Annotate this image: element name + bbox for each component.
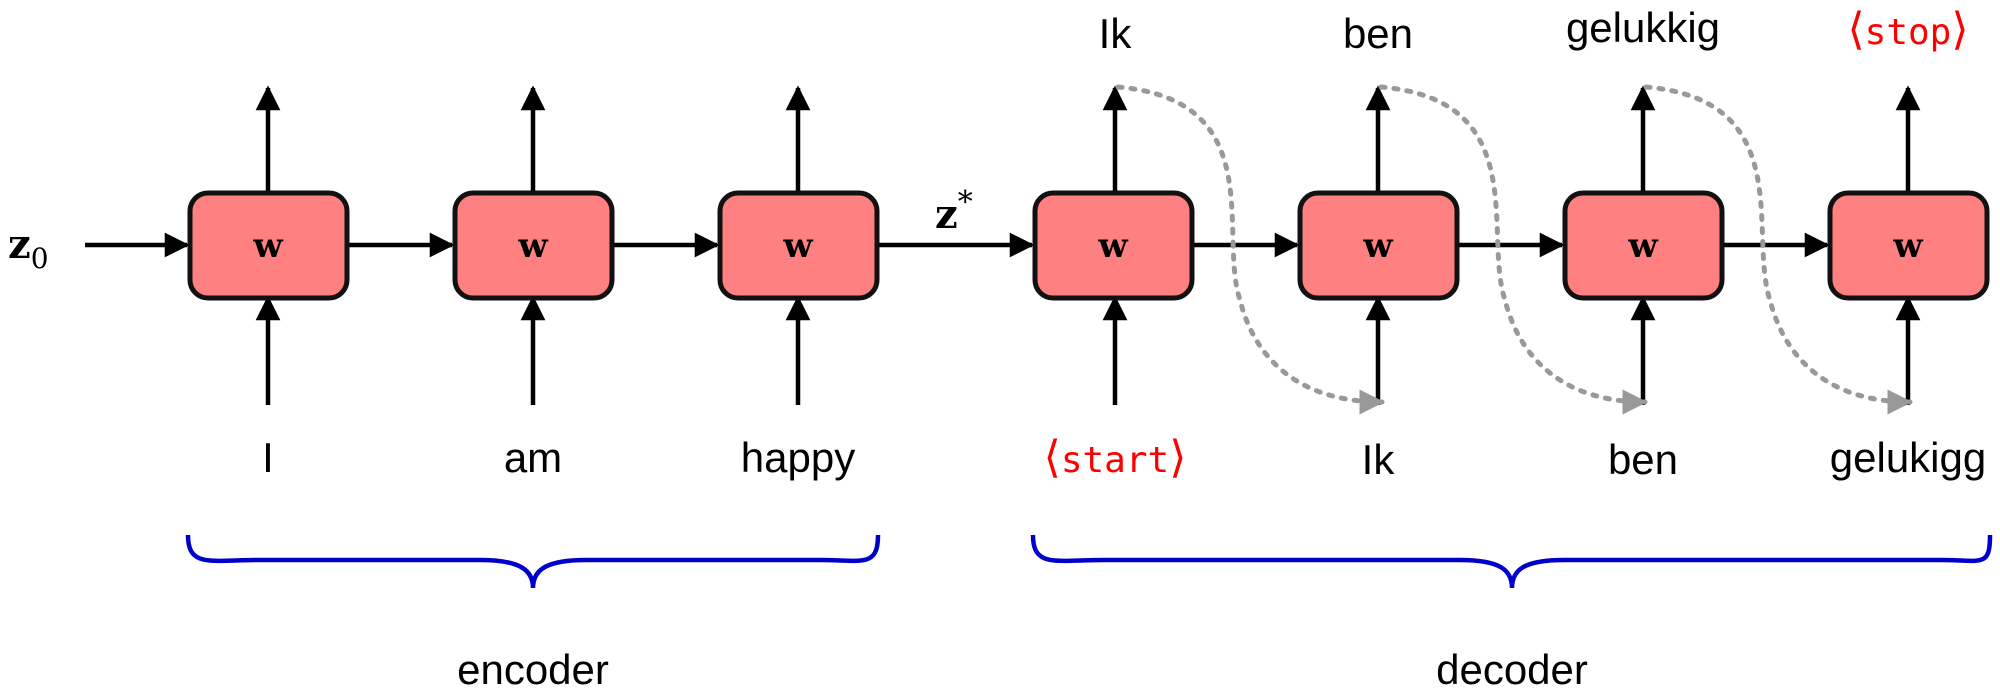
encoder-cell: w	[717, 190, 880, 301]
decoder-brace	[1030, 534, 1993, 589]
feedback-arrow	[1643, 84, 1913, 415]
decoder-outputs: Ik ben gelukkig ⟨stop⟩	[1099, 4, 1969, 57]
io-arrows	[255, 85, 1921, 405]
decoder-input-token: gelukigg	[1830, 434, 1986, 481]
initial-state-base: z	[8, 221, 31, 268]
cell-box	[1032, 190, 1195, 301]
cell-box	[187, 190, 350, 301]
cell-weight-label: w	[1362, 226, 1393, 266]
rnn-cells: w w w w w w w	[187, 190, 1990, 301]
cell-box	[1562, 190, 1725, 301]
feedback-arrows	[1115, 84, 1913, 415]
decoder-input-token: ben	[1608, 436, 1678, 483]
context-state-base: z	[935, 191, 958, 238]
cell-box	[1827, 190, 1990, 301]
initial-state-subscript: 0	[31, 242, 49, 275]
encoder-input-token: am	[504, 434, 562, 481]
encoder-input-token: I	[262, 434, 274, 481]
decoder-input-token: Ik	[1362, 436, 1396, 483]
encoder-inputs: I am happy	[262, 434, 855, 481]
decoder-output-token: gelukkig	[1566, 4, 1720, 51]
decoder-inputs: ⟨start⟩ Ik ben gelukigg	[1044, 432, 1987, 483]
context-state-superscript: *	[958, 185, 973, 220]
context-state-label: z*	[935, 185, 973, 238]
feedback-arrow	[1115, 84, 1385, 415]
decoder-cell: w	[1562, 190, 1725, 301]
stop-token-text: stop	[1865, 12, 1952, 53]
stop-token: ⟨stop⟩	[1847, 4, 1968, 55]
feedback-arrow	[1378, 84, 1648, 415]
decoder-cell: w	[1297, 190, 1460, 301]
cell-box	[1297, 190, 1460, 301]
decoder-output-token: ben	[1343, 10, 1413, 57]
encoder-cell: w	[452, 190, 615, 301]
cell-box	[717, 190, 880, 301]
encoder-brace	[185, 534, 881, 589]
initial-state-label: z0	[8, 221, 49, 275]
cell-weight-label: w	[517, 226, 548, 266]
start-token: ⟨start⟩	[1044, 432, 1187, 483]
cell-weight-label: w	[782, 226, 813, 266]
encoder-label: encoder	[457, 646, 609, 692]
decoder-output-token: Ik	[1099, 10, 1133, 57]
cell-weight-label: w	[1097, 226, 1128, 266]
decoder-cell: w	[1032, 190, 1195, 301]
cell-weight-label: w	[1892, 226, 1923, 266]
encoder-input-token: happy	[741, 434, 855, 481]
cell-weight-label: w	[252, 226, 283, 266]
start-token-text: start	[1061, 440, 1169, 481]
encoder-cell: w	[187, 190, 350, 301]
cell-box	[452, 190, 615, 301]
decoder-cell: w	[1827, 190, 1990, 301]
cell-weight-label: w	[1627, 226, 1658, 266]
decoder-label: decoder	[1436, 646, 1588, 692]
